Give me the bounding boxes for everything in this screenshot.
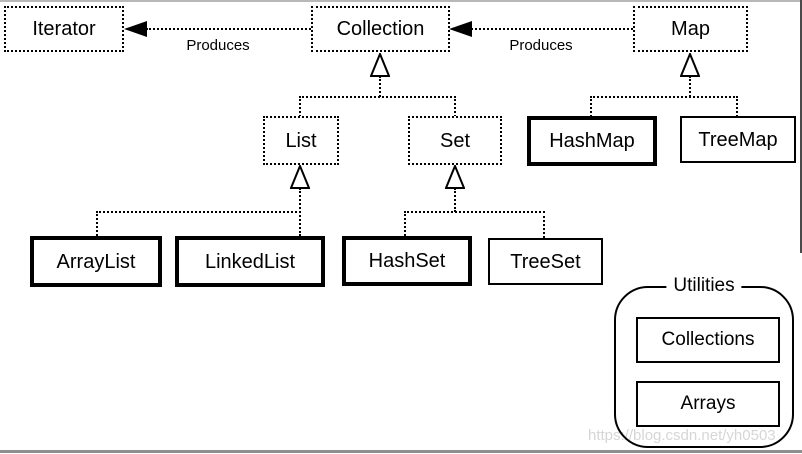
connector-drop-treeset — [543, 211, 545, 238]
connector-map-branch — [590, 96, 738, 98]
connector-list-branch — [96, 211, 301, 213]
connector-collection-stem — [379, 76, 381, 97]
arrowhead-icon — [124, 21, 147, 37]
node-map: Map — [633, 6, 748, 52]
connector-set-branch — [404, 211, 545, 213]
produces-label-right: Produces — [509, 37, 573, 54]
inheritance-triangle-icon — [290, 165, 310, 189]
utilities-group: Utilities Collections Arrays — [614, 275, 794, 448]
inheritance-triangle-icon — [680, 53, 700, 77]
window-top-edge — [0, 0, 802, 2]
node-hashset: HashSet — [342, 236, 472, 286]
connector-drop-arraylist — [96, 211, 98, 236]
node-set: Set — [408, 116, 502, 165]
arrowhead-icon — [449, 21, 472, 37]
connector-drop-hashmap — [590, 96, 592, 117]
node-treeset: TreeSet — [488, 238, 603, 285]
node-treemap: TreeMap — [680, 116, 796, 163]
node-list: List — [263, 116, 339, 165]
node-arrays-utility: Arrays — [636, 381, 780, 427]
connector-drop-hashset — [404, 211, 406, 236]
connector-drop-treemap — [736, 96, 738, 117]
node-linkedlist: LinkedList — [175, 236, 325, 287]
produces-label-left: Produces — [186, 37, 250, 54]
connector-drop-set — [454, 96, 456, 117]
node-hashmap: HashMap — [527, 116, 657, 166]
produces-line-map-to-collection — [471, 28, 633, 30]
utilities-group-title: Utilities — [666, 275, 742, 297]
inheritance-triangle-icon — [370, 53, 390, 77]
window-right-edge — [800, 0, 802, 253]
node-arraylist: ArrayList — [30, 236, 162, 287]
connector-set-stem — [454, 188, 456, 212]
inheritance-triangle-icon — [445, 165, 465, 189]
connector-collection-branch — [299, 96, 456, 98]
connector-map-stem — [689, 76, 691, 97]
node-iterator: Iterator — [4, 6, 124, 52]
connector-drop-list — [299, 96, 301, 117]
node-collections-utility: Collections — [636, 317, 780, 363]
window-bottom-edge — [0, 450, 802, 453]
node-collection: Collection — [311, 6, 450, 52]
produces-line-collection-to-iterator — [146, 28, 311, 30]
